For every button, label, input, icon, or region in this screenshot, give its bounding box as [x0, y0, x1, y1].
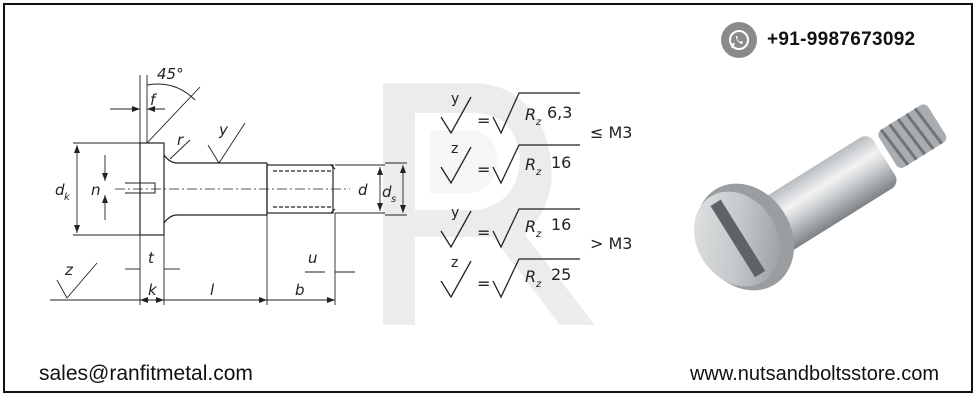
angle-label: 45°	[157, 65, 184, 83]
z-label: z	[64, 261, 74, 279]
bolt-outline	[115, 142, 350, 236]
dimension-lines	[50, 75, 407, 305]
dk-label: d	[55, 181, 65, 199]
roughness-row: y = R z 6,3	[440, 91, 580, 135]
n-label: n	[91, 181, 101, 199]
svg-text:16: 16	[551, 153, 571, 172]
roughness-table: y = R z 6,3 ≤ M3 z = R z 16 y =	[440, 91, 632, 299]
d-label: d	[358, 181, 368, 199]
svg-text:R: R	[525, 217, 536, 236]
svg-text:z: z	[451, 255, 458, 271]
svg-text:=: =	[477, 111, 490, 130]
svg-text:z: z	[535, 167, 542, 178]
svg-text:=: =	[477, 160, 490, 179]
r-label: r	[177, 131, 184, 149]
condition-gt-m3: > M3	[590, 234, 632, 253]
svg-text:R: R	[525, 105, 536, 124]
email-link[interactable]: sales@ranfitmetal.com	[39, 362, 253, 385]
l-label: l	[210, 281, 215, 299]
drawing-label-group: 45° f r y z d k n d d s t k l b u	[55, 65, 396, 299]
svg-text:25: 25	[551, 265, 571, 284]
y-label: y	[218, 121, 229, 139]
roughness-row: y = R z 16	[440, 205, 580, 249]
roughness-row: z = R z 16	[440, 141, 580, 185]
svg-text:=: =	[477, 274, 490, 293]
svg-text:6,3: 6,3	[547, 103, 572, 122]
phone-number[interactable]: +91-9987673092	[767, 29, 916, 50]
page-frame: 45° f r y z d k n d d s t k l b u y = R	[3, 3, 973, 393]
svg-text:16: 16	[551, 215, 571, 234]
svg-text:z: z	[535, 117, 542, 128]
arrowheads	[74, 106, 406, 303]
technical-drawing: 45° f r y z d k n d d s t k l b u y = R	[50, 65, 947, 325]
svg-text:z: z	[451, 141, 458, 157]
f-label: f	[150, 91, 158, 109]
svg-text:z: z	[535, 279, 542, 290]
roughness-row: z = R z 25	[440, 255, 580, 299]
whatsapp-icon[interactable]	[721, 22, 757, 58]
svg-text:y: y	[451, 91, 459, 107]
dk-sub-label: k	[64, 192, 71, 203]
ds-sub-label: s	[391, 194, 396, 205]
svg-text:R: R	[525, 155, 536, 174]
k-label: k	[148, 281, 158, 299]
ds-label: d	[382, 183, 392, 201]
product-image	[693, 104, 947, 291]
svg-text:y: y	[451, 205, 459, 221]
svg-text:z: z	[535, 229, 542, 240]
u-label: u	[308, 249, 318, 267]
svg-text:=: =	[477, 223, 490, 242]
svg-text:R: R	[525, 267, 536, 286]
phone-contact[interactable]: +91-9987673092	[721, 21, 915, 59]
condition-le-m3: ≤ M3	[590, 123, 632, 142]
b-label: b	[295, 281, 305, 299]
website-link[interactable]: www.nutsandboltsstore.com	[689, 363, 939, 385]
t-label: t	[148, 249, 155, 267]
